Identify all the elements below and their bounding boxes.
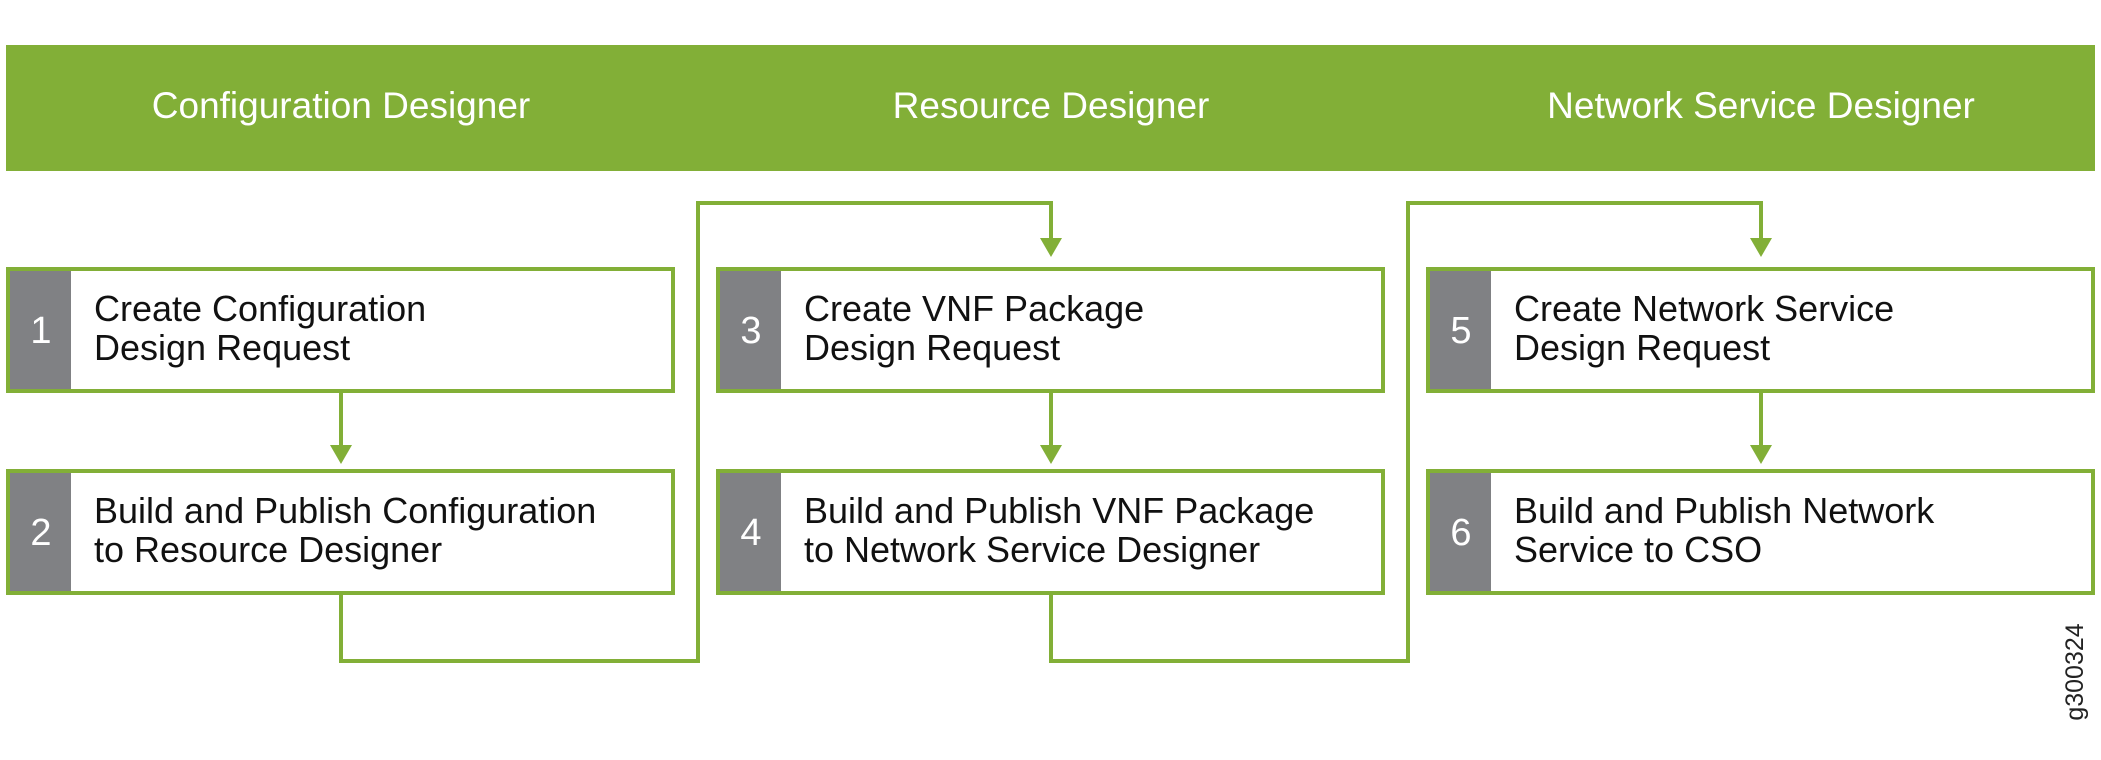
step-box-border: [1426, 469, 2095, 595]
arrow-down-icon: [1040, 445, 1062, 464]
step-box-6: 6 Build and Publish Network Service to C…: [1426, 469, 2095, 595]
step-box-2: 2 Build and Publish Configuration to Res…: [6, 469, 675, 595]
step-box-border: [6, 267, 675, 393]
arrow-down-icon: [1750, 238, 1772, 257]
arrowheads: [330, 238, 1772, 464]
arrow-down-icon: [330, 445, 352, 464]
header-network-service-designer: Network Service Designer: [1547, 85, 1975, 126]
connector-2-3: [339, 201, 1053, 663]
step-box-border: [716, 469, 1385, 595]
step-number: 5: [1450, 310, 1471, 352]
arrow-down-icon: [1040, 238, 1062, 257]
step-label-line2: Design Request: [804, 327, 1060, 368]
step-label-line1: Create VNF Package: [804, 288, 1144, 329]
header-resource-designer: Resource Designer: [893, 85, 1210, 126]
connector-4-5: [1049, 201, 1763, 663]
header-band: [6, 45, 2095, 171]
step-label-line2: Design Request: [94, 327, 350, 368]
step-number-badge: [10, 271, 71, 389]
step-box-4: 4 Build and Publish VNF Package to Netwo…: [716, 469, 1385, 595]
step-number-badge: [720, 473, 781, 591]
step-number-badge: [720, 271, 781, 389]
step-number: 1: [30, 310, 51, 352]
step-label-line2: to Resource Designer: [94, 529, 442, 570]
step-number: 2: [30, 512, 51, 554]
step-box-border: [1426, 267, 2095, 393]
connectors: [339, 201, 1763, 663]
step-label-line1: Build and Publish Network: [1514, 490, 1935, 531]
step-number-badge: [1430, 271, 1491, 389]
figure-id: g300324: [2061, 623, 2089, 720]
step-number: 6: [1450, 512, 1471, 554]
step-number: 3: [740, 310, 761, 352]
step-number-badge: [10, 473, 71, 591]
step-label-line2: Design Request: [1514, 327, 1770, 368]
step-label-line2: to Network Service Designer: [804, 529, 1260, 570]
step-box-3: 3 Create VNF Package Design Request: [716, 267, 1385, 393]
arrow-down-icon: [1750, 445, 1772, 464]
step-label-line1: Create Network Service: [1514, 288, 1894, 329]
step-number: 4: [740, 512, 761, 554]
step-label-line1: Create Configuration: [94, 288, 426, 329]
step-box-5: 5 Create Network Service Design Request: [1426, 267, 2095, 393]
step-box-border: [6, 469, 675, 595]
step-label-line1: Build and Publish VNF Package: [804, 490, 1314, 531]
step-label-line2: Service to CSO: [1514, 529, 1762, 570]
step-number-badge: [1430, 473, 1491, 591]
step-box-1: 1 Create Configuration Design Request: [6, 267, 675, 393]
step-box-border: [716, 267, 1385, 393]
header-configuration-designer: Configuration Designer: [152, 85, 530, 126]
step-label-line1: Build and Publish Configuration: [94, 490, 596, 531]
